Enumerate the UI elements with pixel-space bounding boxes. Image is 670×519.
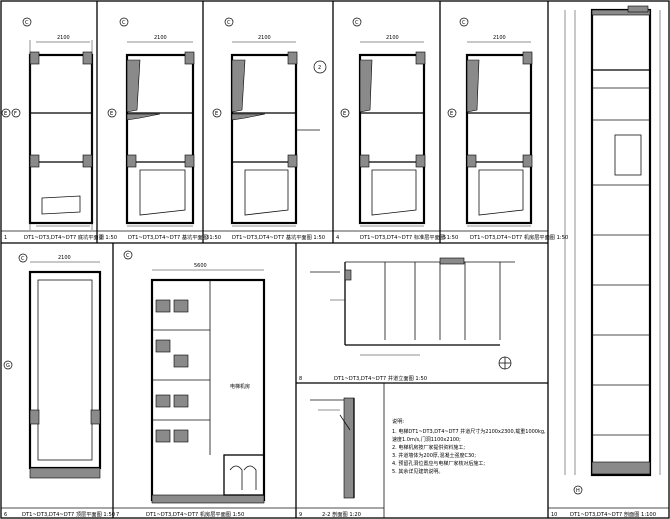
svg-text:2100: 2100: [258, 35, 271, 41]
plan-1: [28, 40, 94, 230]
plan-4: [358, 41, 426, 227]
plan-2: [125, 41, 195, 227]
notes-block: 说明: 1. 电梯DT1~DT3,DT4~DT7 井道尺寸为2100x2300,…: [392, 417, 546, 475]
svg-text:2: 2: [100, 235, 103, 241]
svg-text:DT1~DT3,DT4~DT7 基坑平面图 1:50: DT1~DT3,DT4~DT7 基坑平面图 1:50: [128, 233, 221, 241]
svg-text:C: C: [122, 20, 126, 26]
grid-bubbles: C C C C C E F E E E E 2: [1, 17, 469, 118]
panel-titles-top: 1 DT1~DT3,DT4~DT7 底坑平面图 1:50 2 DT1~DT3,D…: [4, 233, 568, 241]
plan-7: C 电梯机房 5600 7 DT1~DT3,DT4~DT7 机房层平面图 1:5…: [116, 250, 266, 518]
svg-text:4: 4: [336, 235, 339, 241]
svg-text:E: E: [4, 111, 7, 117]
svg-text:10: 10: [551, 512, 557, 518]
svg-text:H: H: [576, 488, 580, 494]
top-dims: 2100 2100 2100 2100 2100: [57, 35, 506, 41]
svg-text:E: E: [343, 111, 346, 117]
notes-heading: 说明:: [392, 417, 404, 425]
note-line: 3. 井道墙体为200厚,混凝土强度C30;: [392, 452, 476, 459]
svg-text:DT1~DT3,DT4~DT7 剖面图 1:100: DT1~DT3,DT4~DT7 剖面图 1:100: [570, 510, 656, 518]
svg-text:C: C: [355, 20, 359, 26]
svg-text:DT1~DT3,DT4~DT7 井道立面图 1:50: DT1~DT3,DT4~DT7 井道立面图 1:50: [334, 374, 427, 382]
svg-text:DT1~DT3,DT4~DT7 机房层平面图 1:50: DT1~DT3,DT4~DT7 机房层平面图 1:50: [146, 510, 244, 518]
svg-text:1: 1: [4, 235, 7, 241]
svg-text:2: 2: [318, 65, 321, 71]
svg-text:电梯机房: 电梯机房: [230, 383, 250, 390]
svg-text:E: E: [450, 111, 453, 117]
svg-text:5600: 5600: [194, 263, 207, 269]
note-line: 2. 电梯机房按厂家提供资料施工;: [392, 444, 465, 451]
section-9: 9 2-2 剖面图 1:20: [299, 397, 361, 518]
note-line: 1. 电梯DT1~DT3,DT4~DT7 井道尺寸为2100x2300,载重10…: [392, 428, 546, 435]
svg-text:2100: 2100: [154, 35, 167, 41]
svg-text:G: G: [6, 363, 10, 369]
svg-text:6: 6: [4, 512, 7, 518]
svg-text:C: C: [227, 20, 231, 26]
note-line: 速度1.0m/s,门洞1100x2100;: [392, 436, 461, 443]
svg-text:F: F: [14, 111, 17, 117]
svg-text:2100: 2100: [57, 35, 70, 41]
svg-text:E: E: [215, 111, 218, 117]
section-bubble: [313, 60, 327, 74]
svg-text:2100: 2100: [493, 35, 506, 41]
svg-text:C: C: [21, 256, 25, 262]
note-line: 4. 预留孔洞位置应与电梯厂家核对后施工;: [392, 460, 485, 467]
svg-text:5: 5: [443, 235, 446, 241]
note-line: 5. 其余详见建筑说明。: [392, 468, 443, 475]
svg-text:2100: 2100: [58, 255, 71, 261]
plan-6: C G 2100 6 DT1~DT3,DT4~DT7 顶层平面图 1:50: [3, 253, 115, 518]
svg-text:E: E: [110, 111, 113, 117]
plan-3: [230, 41, 320, 227]
elevation-8: 8 DT1~DT3,DT4~DT7 井道立面图 1:50: [299, 257, 515, 382]
svg-text:3: 3: [206, 235, 209, 241]
svg-text:C: C: [462, 20, 466, 26]
svg-text:DT1~DT3,DT4~DT7 机房层平面图 1:50: DT1~DT3,DT4~DT7 机房层平面图 1:50: [470, 233, 568, 241]
svg-text:DT1~DT3,DT4~DT7 基坑平面图 1:50: DT1~DT3,DT4~DT7 基坑平面图 1:50: [232, 233, 325, 241]
svg-text:8: 8: [299, 376, 302, 382]
svg-text:9: 9: [299, 512, 302, 518]
svg-text:C: C: [126, 253, 130, 259]
svg-text:C: C: [25, 20, 29, 26]
svg-text:7: 7: [116, 512, 119, 518]
svg-text:2-2 剖面图 1:20: 2-2 剖面图 1:20: [322, 510, 361, 518]
plan-5: [465, 41, 533, 227]
svg-text:DT1~DT3,DT4~DT7 顶层平面图 1:50: DT1~DT3,DT4~DT7 顶层平面图 1:50: [22, 511, 115, 518]
svg-text:DT1~DT3,DT4~DT7 标准层平面图 1:50: DT1~DT3,DT4~DT7 标准层平面图 1:50: [360, 233, 458, 241]
svg-text:2100: 2100: [386, 35, 399, 41]
section-10: H 10 DT1~DT3,DT4~DT7 剖面图 1:100: [551, 5, 661, 518]
svg-text:DT1~DT3,DT4~DT7 底坑平面图 1:50: DT1~DT3,DT4~DT7 底坑平面图 1:50: [24, 233, 117, 241]
